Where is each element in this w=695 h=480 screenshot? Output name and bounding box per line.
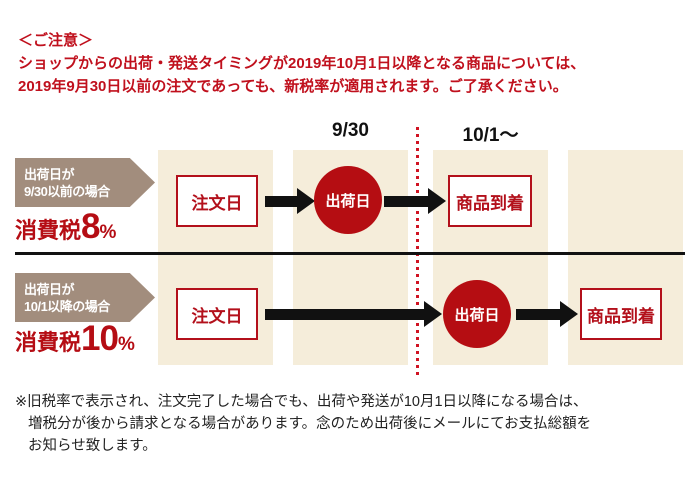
order-date-box-row2: 注文日 xyxy=(176,288,258,340)
arrow-head xyxy=(428,188,446,214)
condition-line-2: 9/30以前の場合 xyxy=(24,184,110,199)
date-label-before: 9/30 xyxy=(332,120,369,141)
tax-unit: % xyxy=(117,334,135,355)
condition-line-1: 出荷日が xyxy=(24,282,75,297)
row-divider-line xyxy=(15,252,685,255)
condition-line-1: 出荷日が xyxy=(24,167,75,182)
tax-prefix: 消費税 xyxy=(15,330,82,355)
notice-line-2: 2019年9月30日以前の注文であっても、新税率が適用されます。ご了承ください。 xyxy=(18,78,568,95)
footnote-block: ※旧税率で表示され、注文完了した場合でも、出荷や発送が10月1日以降になる場合は… xyxy=(15,391,591,457)
notice-title: ＜ご注意＞ xyxy=(18,32,94,49)
order-date-box-row1: 注文日 xyxy=(176,175,258,227)
flow-arrow-icon xyxy=(516,301,578,327)
arrow-shaft xyxy=(265,195,297,207)
footnote-line-1: ※旧税率で表示され、注文完了した場合でも、出荷や発送が10月1日以降になる場合は… xyxy=(15,394,588,410)
flow-arrow-icon xyxy=(265,188,315,214)
tax-rate-label-row1: 消費税 8 % xyxy=(15,207,116,247)
arrival-box-row1: 商品到着 xyxy=(448,175,532,227)
footnote-line-2: 増税分が後から請求となる場合があります。念のため出荷後にメールにてお支払総額を xyxy=(28,416,592,432)
arrow-shaft xyxy=(384,195,428,207)
arrow-head xyxy=(560,301,578,327)
flow-arrow-icon xyxy=(384,188,446,214)
condition-arrow-label-row2: 出荷日が 10/1以降の場合 xyxy=(15,273,155,322)
tax-prefix: 消費税 xyxy=(15,218,82,243)
arrow-head xyxy=(424,301,442,327)
tax-value: 8 xyxy=(81,207,100,246)
ship-date-circle-row1: 出荷日 xyxy=(314,166,382,234)
tax-rate-label-row2: 消費税 10 % xyxy=(15,319,135,359)
arrow-shaft xyxy=(265,308,424,320)
arrival-box-row2: 商品到着 xyxy=(580,288,662,340)
condition-line-2: 10/1以降の場合 xyxy=(24,299,110,314)
tax-unit: % xyxy=(99,222,117,243)
notice-block: ＜ご注意＞ ショップからの出荷・発送タイミングが2019年10月1日以降となる商… xyxy=(18,29,585,98)
condition-arrow-label-row1: 出荷日が 9/30以前の場合 xyxy=(15,158,155,207)
date-label-after: 10/1～ xyxy=(462,125,519,146)
arrow-shaft xyxy=(516,308,560,320)
tax-value: 10 xyxy=(81,319,119,358)
arrow-head xyxy=(297,188,315,214)
notice-line-1: ショップからの出荷・発送タイミングが2019年10月1日以降となる商品については… xyxy=(18,55,586,72)
ship-date-circle-row2: 出荷日 xyxy=(443,280,511,348)
flow-arrow-long-icon xyxy=(265,301,442,327)
footnote-line-3: お知らせ致します。 xyxy=(28,438,157,454)
